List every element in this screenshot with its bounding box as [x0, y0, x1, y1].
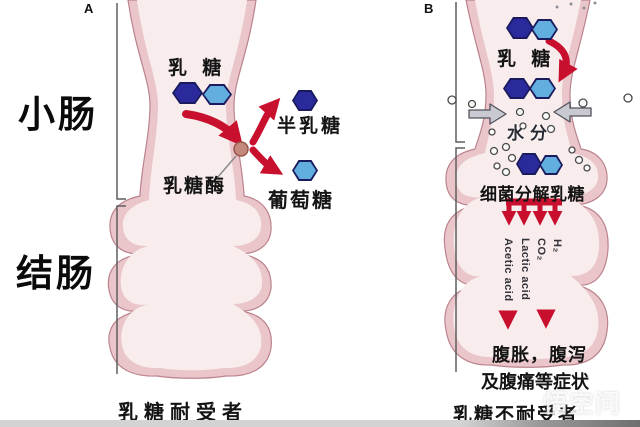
- lactase-label: 乳糖酶: [163, 176, 227, 197]
- lactose-label-b: 乳 糖: [497, 49, 556, 70]
- panel-a-label: A: [84, 1, 94, 16]
- water-arrows: [468, 101, 592, 125]
- symptom-line2: 及腹痛等症状: [481, 372, 589, 392]
- water-label: 水分: [507, 124, 553, 143]
- galactose-label: 半乳糖: [277, 116, 344, 137]
- bracket-b-colon: [455, 147, 465, 372]
- lactose-hexagon-light-a: [202, 84, 232, 105]
- small-intestine-label: 小肠: [18, 94, 98, 135]
- split-to-glucose-arrow: [249, 146, 284, 175]
- water-molecules: [447, 93, 633, 177]
- symptom-line1: 腹胀，腹泻: [492, 345, 587, 365]
- bracket-a-colon: [116, 205, 126, 374]
- tube-top-specks: [555, 1, 597, 10]
- lactose-pass-through-arrow: [545, 37, 578, 83]
- lactase-dot: [233, 141, 249, 157]
- glucose-hexagon: [292, 160, 318, 181]
- water-arrow-left: [468, 103, 507, 125]
- water-arrow-right: [553, 101, 592, 123]
- lactose-hexagon-dark-b3: [516, 153, 542, 175]
- lactose-hexagon-light-b2: [529, 78, 556, 99]
- panel-a-caption: 乳糖耐受者: [118, 402, 248, 424]
- symptom-arrows: [498, 309, 556, 330]
- lactose-hexagon-dark-a: [172, 82, 203, 104]
- region-brackets: [116, 2, 465, 374]
- lactose-hexagon-dark-b2: [503, 78, 531, 99]
- galactose-hexagon: [292, 90, 318, 111]
- lactose-to-wall-arrow: [182, 110, 243, 147]
- lactose-label-a: 乳 糖: [168, 58, 227, 79]
- lactose-hexagon-light-b3: [539, 155, 563, 175]
- panel-b-intestine: [443, 0, 609, 368]
- lactic-acid-label: Lactic acid: [519, 238, 531, 301]
- panel-b-label: B: [424, 1, 434, 16]
- lactase-pointer-line: [210, 155, 237, 186]
- co2-label: CO₂: [535, 238, 547, 261]
- lactose-hexagon-light-b1: [531, 19, 558, 40]
- bacteria-breakdown-label: 细菌分解乳糖: [480, 185, 585, 204]
- glucose-label: 葡萄糖: [268, 190, 334, 212]
- lactase-marker: [210, 141, 249, 186]
- panel-a-arrows: [182, 97, 284, 175]
- acetic-acid-label: Acetic acid: [502, 238, 514, 302]
- bottom-strip: [0, 420, 640, 427]
- bracket-b-small-intestine: [455, 2, 465, 143]
- split-to-galactose-arrow: [249, 97, 281, 146]
- lactose-hexagon-dark-b1: [506, 17, 534, 39]
- bacteria-fermentation-arrows: [501, 198, 563, 226]
- panel-b-intestine-lumen: [453, 0, 600, 360]
- h2-label: H₂: [551, 239, 563, 253]
- colon-label: 结肠: [16, 253, 96, 294]
- bracket-a-small-intestine: [116, 3, 126, 200]
